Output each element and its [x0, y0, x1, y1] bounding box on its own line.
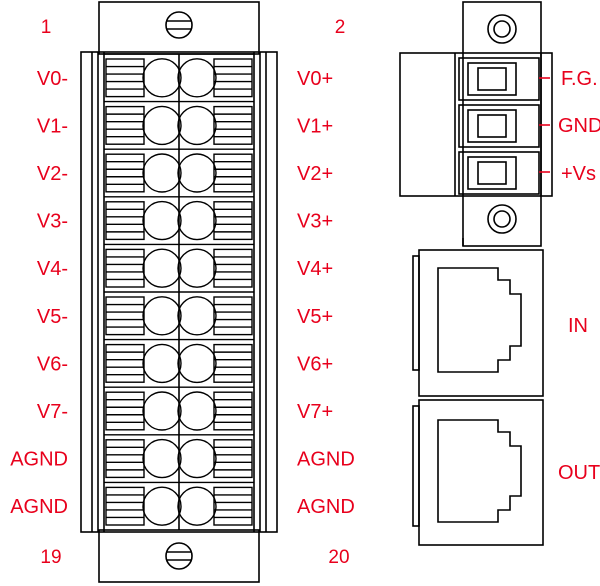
- screw-icon: [165, 542, 193, 570]
- right-pin-label: V2+: [297, 163, 333, 185]
- terminal-row: [104, 53, 254, 98]
- left-pin-label: AGND: [10, 449, 68, 471]
- pin-number-1: 1: [41, 17, 52, 38]
- terminal-row: [104, 243, 254, 288]
- left-pin-label: V7-: [37, 401, 68, 423]
- right-pin-label: AGND: [297, 449, 355, 471]
- port-label-in: IN: [568, 315, 588, 337]
- left-pin-label: AGND: [10, 496, 68, 518]
- rj45-port-icon: [412, 399, 544, 546]
- rj45-port-icon: [412, 249, 544, 397]
- terminal-row: [104, 386, 254, 431]
- power-pin-label-gnd: GND: [558, 115, 600, 137]
- terminal-row: [104, 434, 254, 479]
- mounting-hole-icon: [487, 204, 517, 234]
- left-pin-label: V3-: [37, 211, 68, 233]
- right-pin-label: V0+: [297, 68, 333, 90]
- port-label-out: OUT: [558, 462, 600, 484]
- terminal-row: [104, 148, 254, 193]
- left-pin-label: V6-: [37, 353, 68, 375]
- right-pin-label: V7+: [297, 401, 333, 423]
- left-pin-label: V5-: [37, 306, 68, 328]
- left-pin-label: V2-: [37, 163, 68, 185]
- right-pin-label: V5+: [297, 306, 333, 328]
- pin-number-20: 20: [328, 547, 349, 568]
- terminal-row: [104, 196, 254, 241]
- right-pin-label: V1+: [297, 115, 333, 137]
- pin-number-19: 19: [40, 547, 61, 568]
- left-pin-label: V4-: [37, 258, 68, 280]
- terminal-row: [104, 338, 254, 384]
- power-pin-label-fg: F.G.: [561, 68, 598, 90]
- terminal-row: [104, 481, 254, 526]
- power-pin-label-vs: +Vs: [561, 163, 596, 185]
- right-pin-label: V4+: [297, 258, 333, 280]
- left-pin-label: V0-: [37, 68, 68, 90]
- screw-icon: [165, 11, 193, 39]
- terminal-row: [104, 291, 254, 336]
- pin-number-2: 2: [335, 17, 346, 38]
- terminal-row: [104, 100, 254, 146]
- mounting-hole-icon: [487, 14, 517, 44]
- right-pin-label: V6+: [297, 353, 333, 375]
- power-connector: [399, 1, 553, 247]
- right-pin-label: AGND: [297, 496, 355, 518]
- right-pin-label: V3+: [297, 211, 333, 233]
- right-pin-labels: V0+ V1+ V2+ V3+ V4+ V5+ V6+ V7+ AGND AGND: [297, 68, 355, 518]
- left-pin-labels: V0- V1- V2- V3- V4- V5- V6- V7- AGND AGND: [10, 68, 68, 518]
- terminal-rows: [104, 53, 254, 526]
- left-pin-label: V1-: [37, 115, 68, 137]
